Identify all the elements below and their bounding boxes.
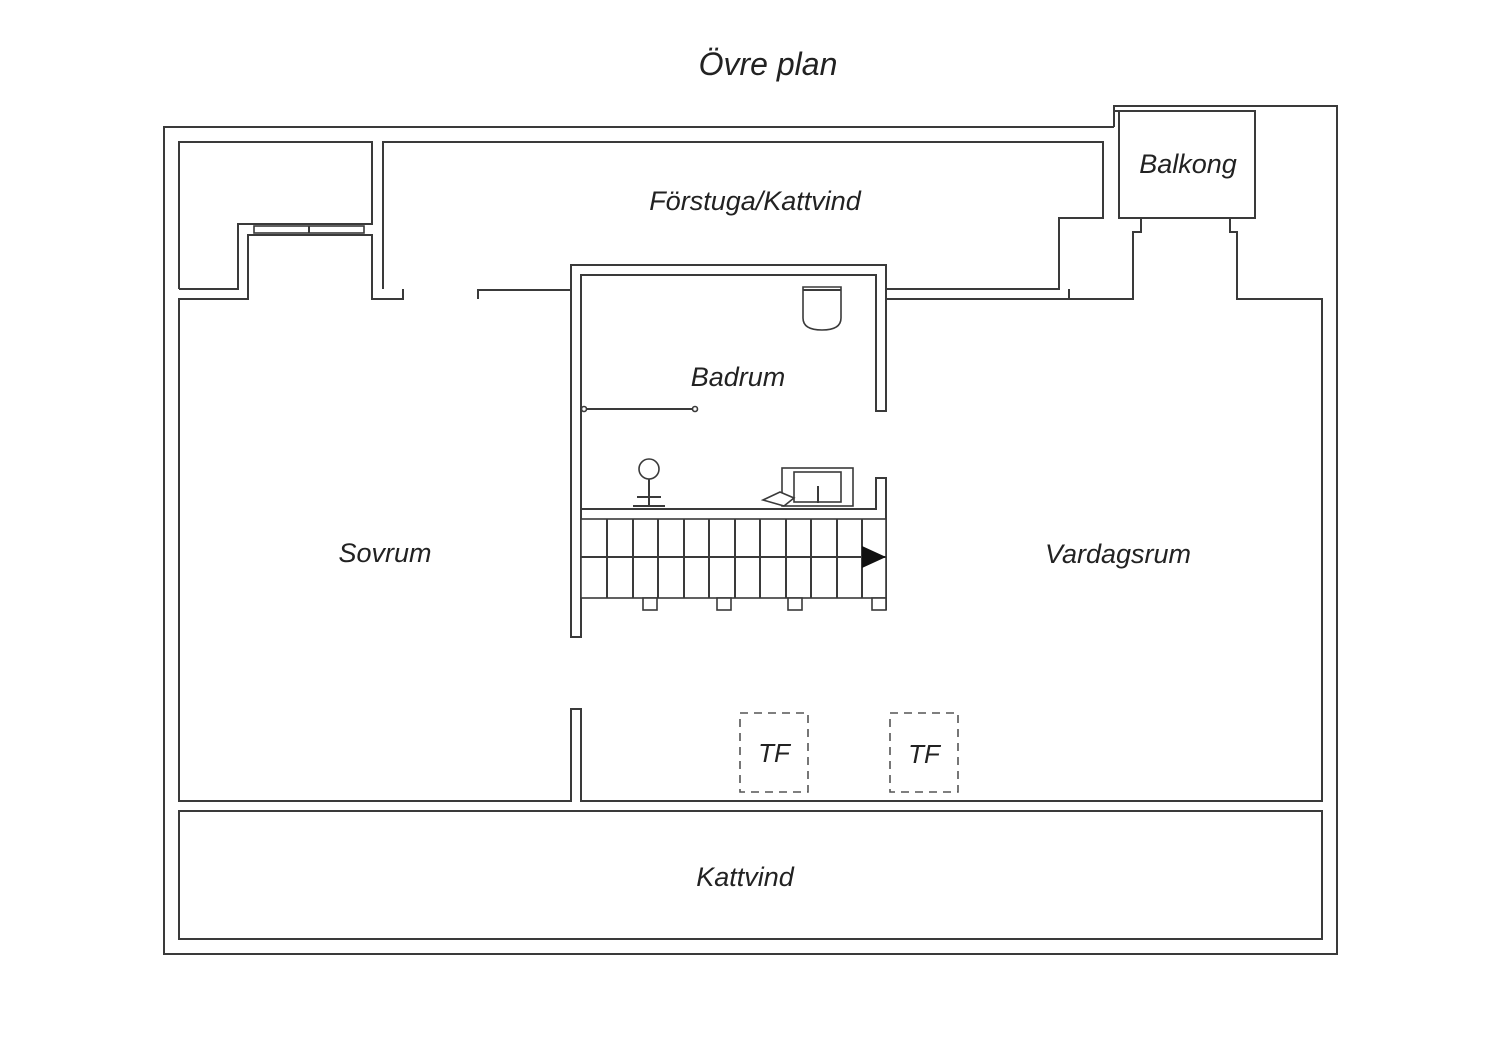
outer-wall [163,105,1338,955]
staircase [580,518,887,611]
tf-box-left [739,712,809,793]
sovrum-wall [178,218,1323,802]
badrum-label: Badrum [691,362,786,392]
tf-left-label: TF [758,738,792,768]
plan-title: Övre plan [699,46,838,82]
tf-box-right [889,712,959,793]
forstuga-label: Förstuga/Kattvind [649,186,862,216]
vardagsrum-label: Vardagsrum [1045,539,1191,569]
vardagsrum-upper-wall [1068,218,1142,300]
shower-rail-end-left [580,405,588,413]
hall-wall [477,264,1069,300]
balkong-label: Balkong [1139,149,1237,179]
tf-right-label: TF [908,739,942,769]
badrum-wall [570,265,887,638]
shower-head [638,458,660,480]
sovrum-label: Sovrum [338,538,431,568]
kattvind-room [178,810,1323,940]
toilet-fixture [802,286,842,331]
shower-rail-end-right [691,405,699,413]
hair-dryer-fixture [760,491,796,507]
stair-direction-arrow-icon [862,546,886,568]
kattvind-label: Kattvind [696,862,795,892]
forstuga-wall [382,141,1104,290]
storage-wall [178,141,373,290]
